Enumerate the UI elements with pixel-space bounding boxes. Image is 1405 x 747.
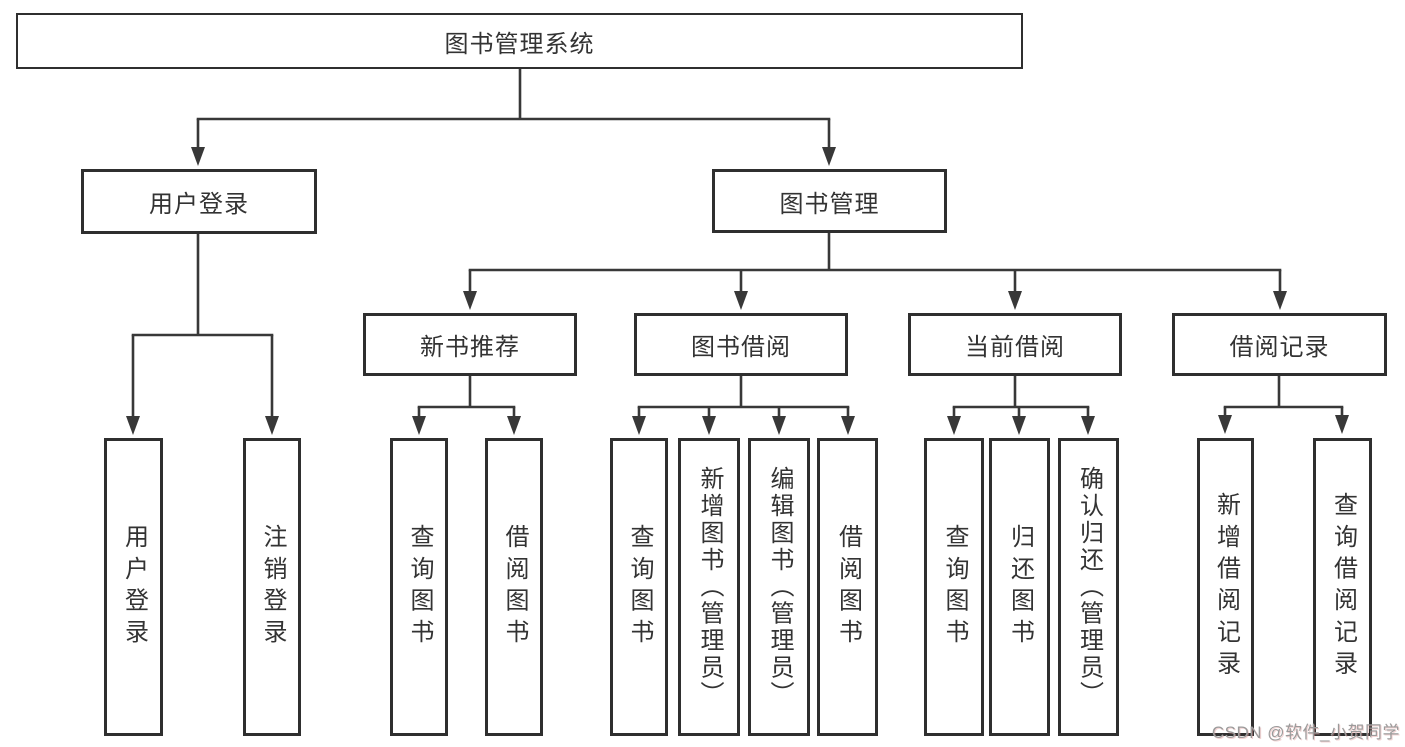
leaf-label: 借阅图书 — [501, 523, 528, 651]
connector-root-to-level2 — [191, 69, 836, 166]
leaf-label: 新增图书（管理员） — [696, 466, 723, 708]
leaf-return-books: 归还图书 — [989, 438, 1050, 736]
leaf-label: 注销登录 — [259, 523, 286, 651]
node-library-management-system: 图书管理系统 — [16, 13, 1023, 69]
leaf-edit-books-admin: 编辑图书（管理员） — [748, 438, 810, 736]
connector-current-borrow-to-leaves — [947, 376, 1095, 435]
leaf-confirm-return-admin: 确认归还（管理员） — [1058, 438, 1119, 736]
csdn-watermark: CSDN @软件_小贺同学 — [1211, 723, 1400, 742]
leaf-borrow-books: 借阅图书 — [485, 438, 543, 736]
node-new-book-recommend: 新书推荐 — [363, 313, 577, 376]
node-current-borrow: 当前借阅 — [908, 313, 1122, 376]
connector-user-login-to-leaves — [126, 234, 279, 435]
connector-book-borrow-to-leaves — [632, 375, 855, 435]
node-borrow-records: 借阅记录 — [1172, 313, 1387, 376]
leaf-query-books: 查询图书 — [924, 438, 984, 736]
leaf-query-books: 查询图书 — [390, 438, 448, 736]
leaf-logout: 注销登录 — [243, 438, 301, 736]
leaf-label: 借阅图书 — [834, 523, 862, 651]
node-book-management: 图书管理 — [712, 169, 947, 233]
leaf-label: 归还图书 — [1006, 523, 1034, 651]
leaf-label: 查询借阅记录 — [1329, 491, 1357, 683]
connector-new-book-recommend-to-leaves — [412, 376, 521, 435]
leaf-label: 确认归还（管理员） — [1075, 466, 1103, 708]
leaf-add-books-admin: 新增图书（管理员） — [678, 438, 740, 736]
leaf-label: 编辑图书（管理员） — [766, 466, 793, 708]
leaf-label: 查询图书 — [941, 523, 968, 651]
leaf-query-borrow-record: 查询借阅记录 — [1313, 438, 1372, 736]
node-book-borrow: 图书借阅 — [634, 313, 848, 376]
leaf-label: 用户登录 — [120, 523, 148, 651]
leaf-label: 新增借阅记录 — [1212, 491, 1240, 683]
leaf-user-login: 用户登录 — [104, 438, 163, 736]
connector-borrow-records-to-leaves — [1218, 376, 1349, 434]
leaf-label: 查询图书 — [626, 523, 653, 651]
leaf-query-books: 查询图书 — [610, 438, 668, 736]
leaf-add-borrow-record: 新增借阅记录 — [1197, 438, 1254, 736]
leaf-label: 查询图书 — [406, 523, 433, 651]
connector-book-management-to-level3 — [463, 233, 1287, 310]
leaf-borrow-books: 借阅图书 — [817, 438, 878, 736]
node-user-login: 用户登录 — [81, 169, 317, 234]
